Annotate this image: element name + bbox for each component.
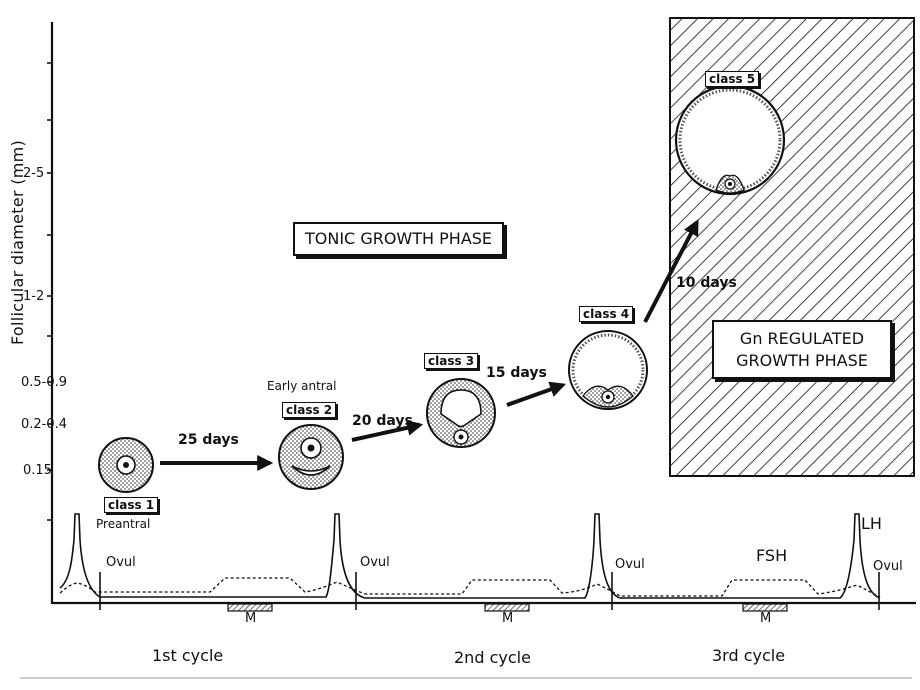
menses-label: M [502, 611, 514, 626]
follicle-class-4 [568, 330, 648, 410]
menses-label: M [245, 611, 257, 626]
cycle-label-1: 1st cycle [152, 646, 224, 665]
follicle-class-5 [674, 84, 786, 196]
arrow-class4-to-class5 [643, 219, 699, 323]
lh-curve [59, 513, 881, 599]
gn-phase-line-2: GROWTH PHASE [736, 350, 868, 370]
y-tick-label: 0.5-0.9 [21, 375, 68, 390]
tonic-growth-phase-label: TONIC GROWTH PHASE [293, 222, 505, 256]
early-antral-label: Early antral [267, 379, 337, 393]
menses-bars [227, 603, 788, 612]
progression-arrows [160, 219, 699, 471]
duration-10-days: 10 days [676, 275, 737, 291]
duration-15-days: 15 days [486, 365, 547, 381]
ovulation-markers [99, 572, 880, 610]
gn-regulated-phase-label: Gn REGULATED GROWTH PHASE [712, 320, 892, 380]
y-tick-label: 0.15 [23, 463, 52, 478]
fsh-curve [59, 577, 881, 598]
class-2-label: class 2 [282, 402, 337, 418]
y-tick-label: 2-5 [23, 166, 45, 181]
menses-label: M [760, 611, 772, 626]
fsh-label: FSH [756, 546, 788, 565]
lh-label: LH [861, 514, 882, 533]
duration-25-days: 25 days [178, 432, 239, 448]
ovulation-label: Ovul [106, 555, 136, 570]
ovulation-label: Ovul [360, 555, 390, 570]
y-tick-label: 0.2-0.4 [21, 417, 68, 432]
arrow-class2-to-class3 [351, 419, 424, 442]
follicle-class-3 [426, 378, 496, 448]
class-4-label: class 4 [579, 306, 634, 322]
ovulation-label: Ovul [873, 559, 903, 574]
cycle-label-2: 2nd cycle [454, 648, 531, 667]
follicle-class-2 [278, 424, 344, 490]
class-3-label: class 3 [424, 353, 479, 369]
ovulation-label: Ovul [615, 557, 645, 572]
duration-20-days: 20 days [352, 413, 413, 429]
cycle-label-3: 3rd cycle [712, 646, 786, 665]
gn-phase-line-1: Gn REGULATED [739, 329, 865, 348]
y-tick-marks [47, 62, 52, 521]
class-1-label: class 1 [104, 497, 159, 513]
follicle-class-1 [98, 437, 154, 493]
preantral-label: Preantral [96, 517, 151, 531]
arrow-class3-to-class4 [506, 381, 567, 407]
class-5-label: class 5 [705, 71, 760, 87]
y-tick-label: 1-2 [23, 289, 45, 304]
